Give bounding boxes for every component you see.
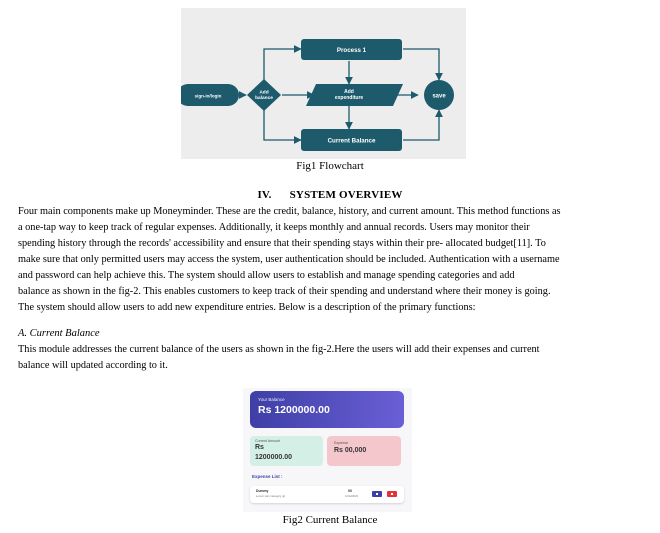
flowchart-figure: sign-in/login Add balance Process 1 Add … (177, 8, 466, 159)
your-balance-card: Your Balance Rs 1200000.00 (250, 391, 404, 428)
flowchart-svg: sign-in/login Add balance Process 1 Add … (177, 39, 454, 151)
expense-row: Dummy Lorem ssm category git 00 12/12/20… (250, 486, 404, 503)
current-balance-screenshot: Your Balance Rs 1200000.00 Current Amoun… (243, 388, 412, 512)
current-balance-node: Current Balance (301, 129, 402, 151)
add-expenditure-node: Add expenditure (306, 84, 403, 106)
svg-text:balance: balance (255, 95, 273, 101)
body-line: and password can help achieve this. The … (18, 270, 515, 281)
your-balance-amount: Rs 1200000.00 (258, 404, 330, 416)
section-title: SYSTEM OVERVIEW (289, 189, 403, 201)
signin-node: sign-in/login (177, 84, 239, 106)
svg-text:Current Balance: Current Balance (328, 138, 376, 145)
svg-text:Process 1: Process 1 (337, 47, 367, 54)
current-amount-value: 1200000.00 (255, 454, 292, 461)
process1-node: Process 1 (301, 39, 402, 60)
body-line: This module addresses the current balanc… (18, 344, 540, 355)
add-balance-decision: Add balance (247, 79, 281, 111)
current-amount-card: Current Amount Rs 1200000.00 (250, 436, 323, 466)
section-body: Four main components make up Moneyminder… (18, 204, 638, 316)
expense-row-amount: 00 (348, 489, 352, 493)
body-line: Four main components make up Moneyminder… (18, 206, 561, 217)
delete-icon (387, 491, 397, 497)
current-amount-label: Current Amount (255, 439, 281, 443)
expense-row-title: Dummy (256, 489, 269, 493)
flowchart-connectors (238, 45, 443, 144)
figure1-caption: Fig1 Flowchart (296, 160, 364, 172)
body-line: make sure that only permitted users may … (18, 254, 560, 265)
body-line: balance as shown in the fig-2. This enab… (18, 286, 551, 297)
your-balance-label: Your Balance (258, 397, 285, 402)
section-heading: IV. SYSTEM OVERVIEW (0, 189, 660, 201)
expense-row-date: 12/12/2023 (345, 495, 358, 498)
expense-amount: Rs 00,000 (334, 447, 367, 454)
svg-text:Add: Add (344, 89, 354, 95)
svg-text:sign-in/login: sign-in/login (195, 94, 222, 99)
svg-text:expenditure: expenditure (335, 95, 364, 101)
body-line: a one-tap way to keep track of regular e… (18, 222, 530, 233)
svg-text:save: save (432, 94, 446, 100)
figure2-caption: Fig2 Current Balance (282, 514, 378, 526)
section-number: IV. (257, 189, 272, 201)
expense-label: Expense (334, 441, 348, 445)
save-node: save (424, 80, 454, 110)
body-line: spending history through the records' ac… (18, 238, 546, 249)
body-line: The system should allow users to add new… (18, 302, 476, 313)
expense-row-subtitle: Lorem ssm category git (256, 494, 286, 498)
expense-card: Expense Rs 00,000 (327, 436, 401, 466)
edit-icon (372, 491, 382, 497)
current-amount-currency: Rs (255, 444, 264, 451)
expense-list-label: Expense List : (252, 474, 283, 479)
subsection-body: This module addresses the current balanc… (18, 342, 638, 374)
body-line: balance will updated according to it. (18, 360, 168, 371)
subsection-heading: A. Current Balance (18, 328, 100, 339)
svg-text:Add: Add (259, 90, 268, 96)
